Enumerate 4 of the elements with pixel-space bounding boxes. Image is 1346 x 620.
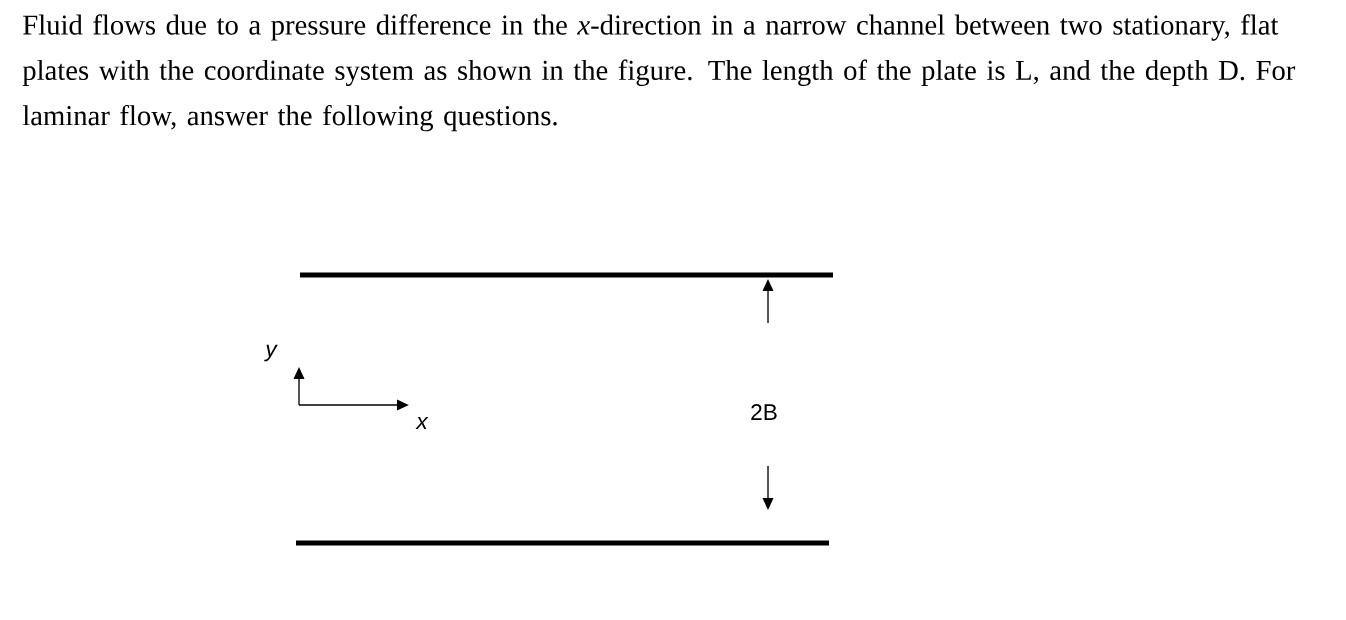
axis-label: x — [415, 417, 429, 429]
axis-label: 2B — [751, 404, 777, 420]
problem-text: Fluid flows due to a pressure difference in the x-direction in a narrow channel between two stationary, flat plates with the coordinate system as shown in the figure. The length of the plate is L, and the depth D. For laminar flow, answer the following questions. — [22, 14, 1296, 132]
axis-label: y — [264, 344, 278, 362]
